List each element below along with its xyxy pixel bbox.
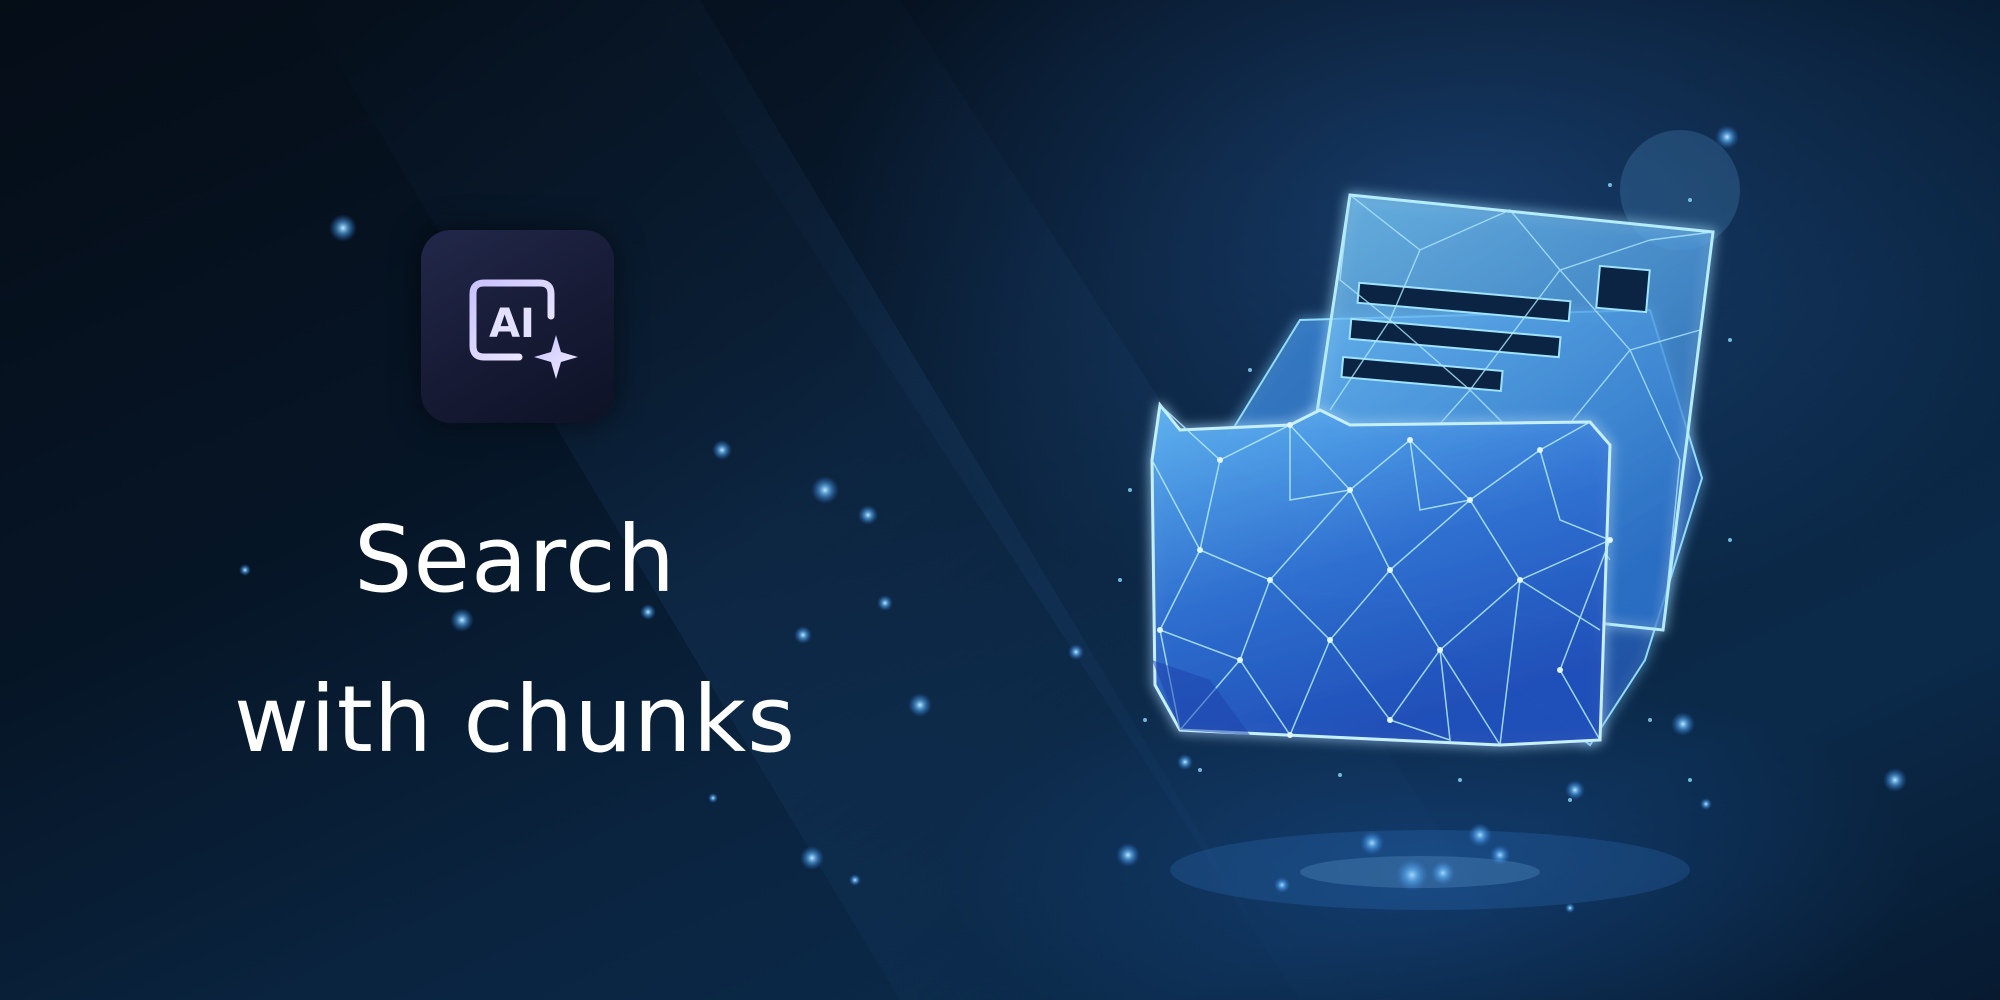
folder-document-illustration <box>1118 183 1732 802</box>
folder-front-panel <box>1150 401 1613 748</box>
sparkle-dots <box>239 125 1907 913</box>
ai-sparkle-icon: AI <box>469 279 578 379</box>
headline-line-1: Search <box>353 506 677 613</box>
app-icon-label: AI <box>489 301 535 347</box>
folder-particles <box>1118 183 1732 802</box>
page-title: Search with chunks <box>120 480 910 800</box>
headline-line-2: with chunks <box>233 666 797 773</box>
app-icon-tile: AI <box>421 230 614 423</box>
